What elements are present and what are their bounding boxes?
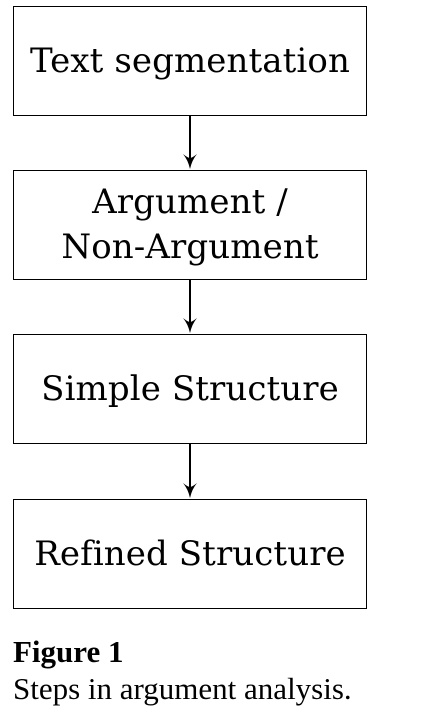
caption-text: Steps in argument analysis. xyxy=(13,671,352,706)
step-label: Simple Structure xyxy=(41,368,339,409)
step-box-simple-structure: Simple Structure xyxy=(13,334,367,444)
step-label: Text segmentation xyxy=(30,40,350,81)
step-box-refined-structure: Refined Structure xyxy=(13,499,367,609)
step-box-argument-non-argument: Argument / Non-Argument xyxy=(13,170,367,280)
step-box-text-segmentation: Text segmentation xyxy=(13,6,367,116)
arrow-down-icon xyxy=(183,280,197,333)
arrow-down-icon xyxy=(183,444,197,498)
step-label: Refined Structure xyxy=(34,533,346,574)
arrow-down-icon xyxy=(183,116,197,169)
step-label: Argument / Non-Argument xyxy=(61,182,319,267)
caption-label: Figure 1 xyxy=(13,634,124,669)
flowchart: Text segmentation Argument / Non-Argumen… xyxy=(13,6,367,609)
figure-caption: Figure 1 Steps in argument analysis. xyxy=(13,634,438,708)
